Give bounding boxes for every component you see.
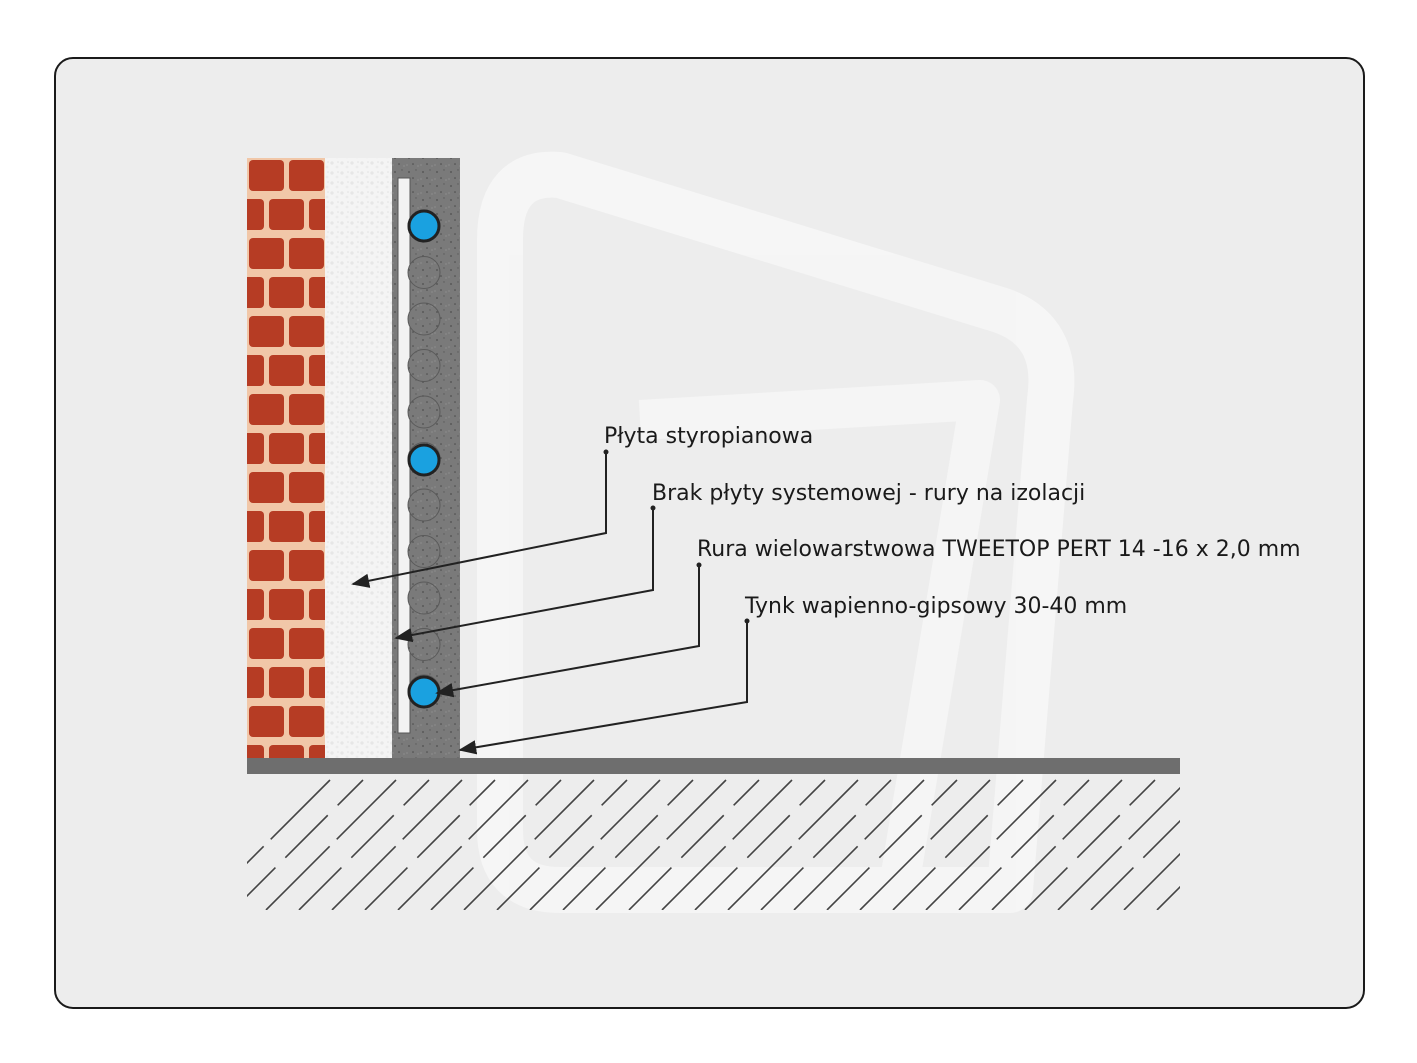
plaster-bulge bbox=[407, 581, 441, 615]
hatch-line bbox=[991, 779, 1123, 910]
hatch-line bbox=[562, 779, 694, 910]
hatch-line bbox=[661, 779, 793, 910]
brick bbox=[269, 511, 304, 542]
brick bbox=[269, 433, 304, 464]
brick-wall bbox=[247, 158, 325, 758]
brick bbox=[247, 355, 264, 386]
hatch-line bbox=[958, 779, 1090, 910]
hatch-line bbox=[727, 779, 859, 910]
brick bbox=[269, 589, 304, 620]
plaster-bulge bbox=[407, 628, 441, 661]
brick bbox=[309, 589, 325, 620]
brick bbox=[247, 511, 264, 542]
hatch-line bbox=[331, 779, 463, 910]
brick bbox=[249, 316, 284, 347]
callout-no-system-board: Brak płyty systemowej - rury na izolacji bbox=[394, 481, 1085, 643]
brick bbox=[247, 277, 264, 308]
brick bbox=[247, 199, 264, 230]
hatch-line bbox=[430, 779, 562, 910]
brick bbox=[249, 628, 284, 659]
hatch-line bbox=[694, 779, 826, 910]
hatch-line bbox=[1388, 780, 1417, 910]
floor-slab-line bbox=[247, 758, 1180, 774]
label-eps-board: Płyta styropianowa bbox=[604, 424, 813, 449]
hatch-line bbox=[1057, 786, 1180, 910]
label-pipe: Rura wielowarstwowa TWEETOP PERT 14 -16 … bbox=[697, 537, 1301, 562]
brick bbox=[289, 394, 324, 425]
brick bbox=[249, 706, 284, 737]
brick bbox=[249, 394, 284, 425]
brick bbox=[309, 433, 325, 464]
callout-eps-board: Płyta styropianowa bbox=[351, 424, 813, 588]
hatch-line bbox=[496, 779, 628, 910]
hatch-line bbox=[760, 779, 892, 910]
hatch-line bbox=[265, 779, 397, 910]
brick bbox=[309, 511, 325, 542]
brick bbox=[289, 706, 324, 737]
brick bbox=[249, 238, 284, 269]
hatch-line bbox=[1123, 852, 1180, 910]
plaster-bulge bbox=[407, 349, 441, 382]
hatch-line bbox=[298, 779, 430, 910]
hatch-line bbox=[595, 779, 727, 910]
brick bbox=[269, 277, 304, 308]
label-no-system-board: Brak płyty systemowej - rury na izolacji bbox=[652, 481, 1085, 506]
brick bbox=[249, 472, 284, 503]
plaster-bulge bbox=[407, 535, 441, 568]
hatch-line bbox=[1024, 779, 1156, 910]
brick bbox=[269, 199, 304, 230]
brick bbox=[249, 160, 284, 191]
hatch-line bbox=[364, 779, 496, 910]
brick bbox=[247, 589, 264, 620]
brick bbox=[289, 472, 324, 503]
brick bbox=[249, 550, 284, 581]
hatch-line bbox=[529, 779, 661, 910]
plaster-bulge bbox=[407, 488, 441, 522]
brick bbox=[309, 745, 325, 758]
brick bbox=[247, 745, 264, 758]
heating-pipe-icon bbox=[407, 675, 441, 709]
hatch-line bbox=[925, 779, 1057, 910]
eps-board bbox=[325, 158, 392, 758]
ground-hatch bbox=[247, 779, 1417, 910]
plaster-bulge bbox=[407, 395, 441, 429]
hatch-line bbox=[793, 779, 925, 910]
brick bbox=[289, 628, 324, 659]
callout-pipe: Rura wielowarstwowa TWEETOP PERT 14 -16 … bbox=[435, 537, 1301, 698]
brick bbox=[309, 199, 325, 230]
plaster-layer bbox=[392, 158, 460, 758]
callout-plaster: Tynk wapienno-gipsowy 30-40 mm bbox=[458, 594, 1127, 755]
brick bbox=[247, 433, 264, 464]
hatch-line bbox=[826, 779, 958, 910]
hatch-line bbox=[247, 779, 331, 865]
brick bbox=[289, 316, 324, 347]
hatch-line bbox=[247, 779, 364, 898]
brick bbox=[269, 355, 304, 386]
brick bbox=[309, 277, 325, 308]
hatch-line bbox=[892, 779, 1024, 910]
brick bbox=[309, 355, 325, 386]
label-plaster: Tynk wapienno-gipsowy 30-40 mm bbox=[744, 594, 1127, 619]
hatch-line bbox=[463, 779, 595, 910]
brick bbox=[247, 667, 264, 698]
heating-pipe-icon bbox=[407, 209, 441, 243]
hatch-line bbox=[1156, 885, 1180, 910]
hatch-line bbox=[1090, 819, 1180, 910]
heating-pipe-icon bbox=[407, 443, 441, 477]
hatch-line bbox=[628, 779, 760, 910]
brick bbox=[269, 667, 304, 698]
brick bbox=[289, 550, 324, 581]
hatch-line bbox=[859, 779, 991, 910]
plaster-bulge bbox=[407, 256, 441, 289]
brick bbox=[309, 667, 325, 698]
hatch-line bbox=[397, 779, 529, 910]
brick bbox=[269, 745, 304, 758]
plaster-bulge bbox=[407, 302, 441, 336]
brick bbox=[289, 238, 324, 269]
brick bbox=[289, 160, 324, 191]
